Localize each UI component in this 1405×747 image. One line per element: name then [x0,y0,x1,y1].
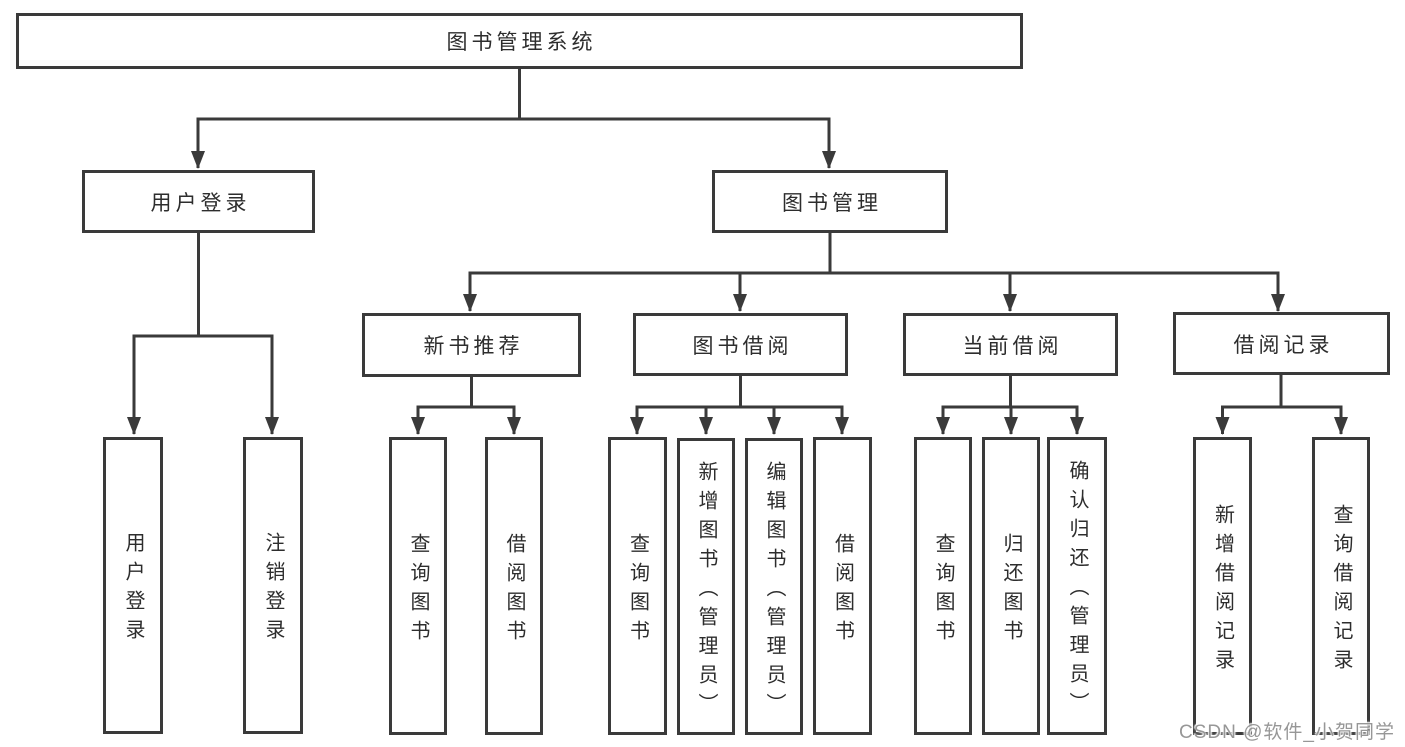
leaf-br-add-record: 新增借阅记录 [1193,437,1252,735]
leaf-bb-borrow-books: 借阅图书 [813,437,872,735]
leaf-cb-confirm-return-admin: 确认归还（管理员） [1047,437,1107,735]
node-book-borrowing: 图书借阅 [633,313,848,376]
leaf-nb-query-books: 查询图书 [389,437,447,735]
node-label: 图书管理 [782,191,882,215]
node-label: 图书借阅 [692,334,793,358]
node-label: 编辑图书（管理员） [763,460,785,722]
node-new-book-recommend: 新书推荐 [362,313,581,377]
node-label: 查询图书 [407,532,429,649]
node-label: 当前借阅 [962,334,1063,358]
node-label: 用户登录 [150,191,251,215]
leaf-logout-login: 注销登录 [243,437,303,734]
leaf-cb-query-books: 查询图书 [914,437,972,735]
leaf-br-query-record: 查询借阅记录 [1312,437,1370,735]
node-label: 查询图书 [626,532,649,649]
node-label: 新增图书（管理员） [695,460,717,722]
leaf-user-login: 用户登录 [103,437,163,734]
leaf-bb-add-books-admin: 新增图书（管理员） [677,438,735,735]
csdn-watermark: CSDN @软件_小贺同学 [1179,722,1395,743]
node-label: 图书管理系统 [446,31,597,54]
leaf-nb-borrow-books: 借阅图书 [485,437,543,735]
node-label: 查询借阅记录 [1330,503,1352,678]
node-library-management-system: 图书管理系统 [16,13,1023,69]
node-label: 借阅记录 [1233,333,1334,357]
node-book-management: 图书管理 [712,170,948,233]
leaf-cb-return-books: 归还图书 [982,437,1040,735]
node-label: 查询图书 [932,532,954,649]
node-label: 借阅图书 [831,532,854,649]
node-label: 注销登录 [262,532,284,648]
leaf-bb-query-books: 查询图书 [608,437,667,735]
leaf-bb-edit-books-admin: 编辑图书（管理员） [745,438,803,735]
node-label: 用户登录 [122,532,144,648]
node-label: 归还图书 [1000,532,1022,649]
node-label: 新增借阅记录 [1211,503,1234,678]
node-current-borrowing: 当前借阅 [903,313,1118,376]
node-label: 确认归还（管理员） [1066,460,1088,721]
node-label: 借阅图书 [503,532,525,649]
node-borrowing-records: 借阅记录 [1173,312,1390,375]
node-label: 新书推荐 [423,335,524,358]
node-user-login: 用户登录 [82,170,315,233]
